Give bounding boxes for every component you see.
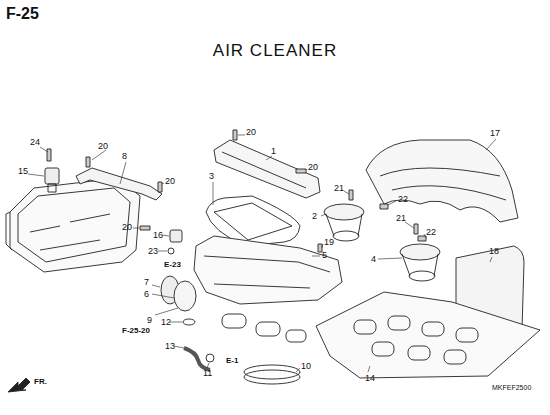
- callout-number: 22: [398, 195, 408, 204]
- page-code: F-25: [6, 6, 39, 22]
- callout-number: 19: [324, 238, 334, 247]
- cross-reference: F-25-20: [122, 327, 150, 335]
- callout-number: 21: [396, 214, 406, 223]
- callout-number: 14: [365, 374, 375, 383]
- diagram-title: AIR CLEANER: [213, 42, 337, 59]
- callout-number: 18: [489, 247, 499, 256]
- callout-number: 8: [122, 152, 127, 161]
- cross-reference: E-1: [226, 357, 238, 365]
- callout-number: 20: [122, 223, 132, 232]
- callout-number: 16: [153, 231, 163, 240]
- callout-number: 4: [371, 255, 376, 264]
- callout-number: 21: [334, 184, 344, 193]
- callout-number: 7: [144, 278, 149, 287]
- callout-number: 22: [426, 228, 436, 237]
- callout-number: 20: [98, 142, 108, 151]
- callout-number: 9: [147, 316, 152, 325]
- callout-number: 24: [30, 138, 40, 147]
- callout-number: 5: [322, 251, 327, 260]
- callout-number: 20: [308, 163, 318, 172]
- callout-number: 17: [490, 129, 500, 138]
- callout-number: 6: [144, 290, 149, 299]
- cross-reference: E-23: [164, 261, 181, 269]
- callout-number: 20: [246, 128, 256, 137]
- front-arrow-label: FR.: [34, 378, 47, 386]
- drawing-code: MKFEF2500: [492, 384, 531, 391]
- callout-number: 15: [18, 167, 28, 176]
- callout-number: 23: [148, 247, 158, 256]
- callout-number: 13: [165, 342, 175, 351]
- callout-number: 11: [203, 369, 212, 378]
- callout-number: 20: [165, 177, 175, 186]
- callout-number: 10: [301, 362, 311, 371]
- callout-number: 3: [209, 172, 214, 181]
- callout-number: 2: [312, 212, 317, 221]
- callout-number: 12: [161, 318, 171, 327]
- callout-number: 1: [271, 147, 276, 156]
